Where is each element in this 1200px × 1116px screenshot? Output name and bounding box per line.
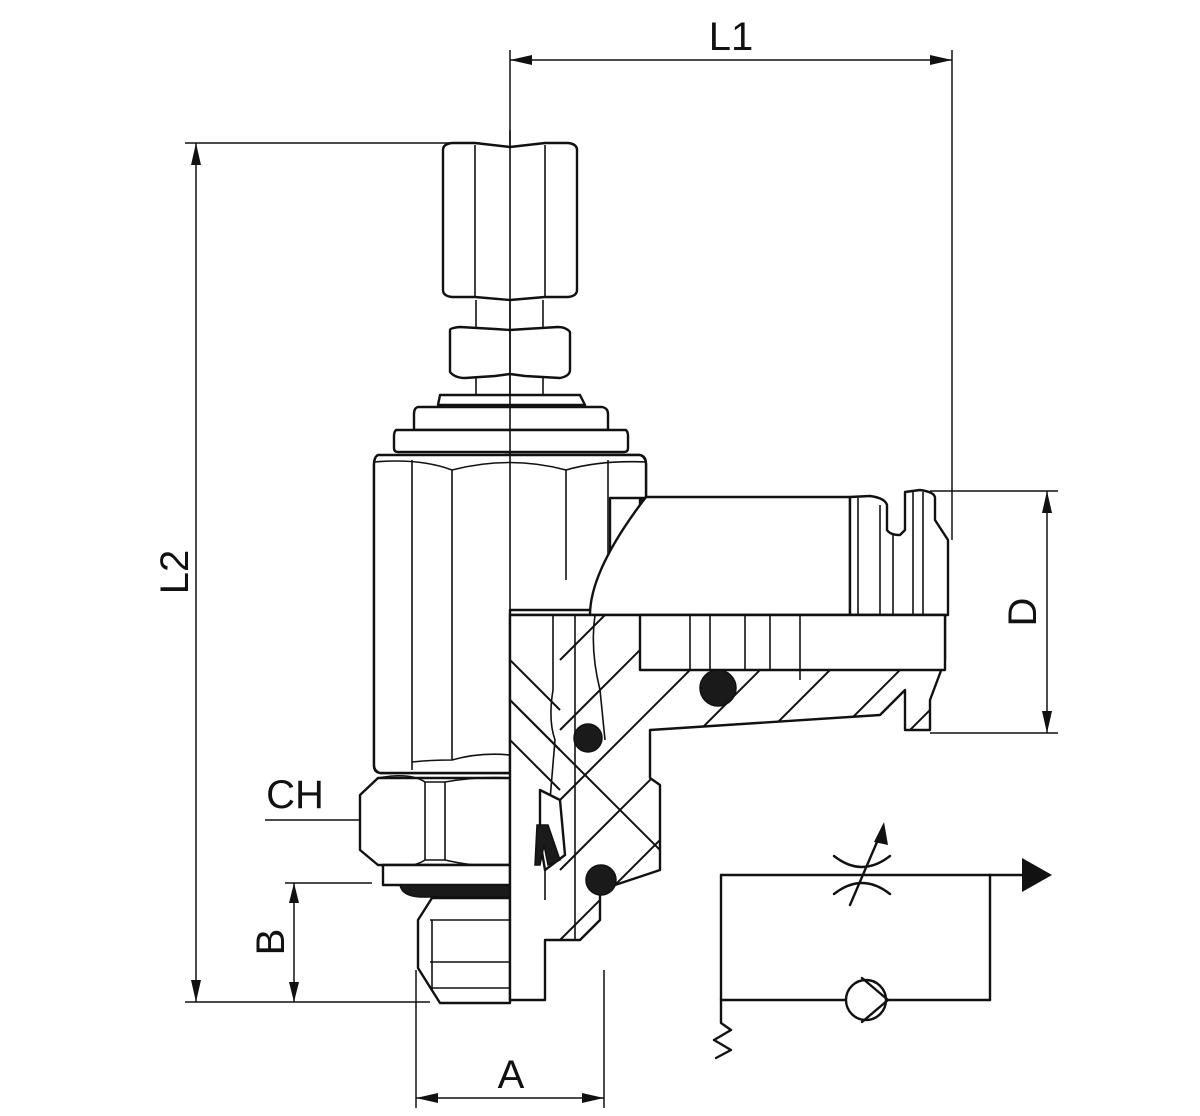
label-a: A [498, 1053, 525, 1097]
l2-arrow-bottom [191, 980, 201, 1002]
spring-icon [712, 998, 733, 1060]
o-ring-upper [573, 723, 603, 753]
b-arrow-top [289, 883, 299, 903]
flow-control-symbol [712, 822, 1052, 1060]
dimension-a: A [415, 970, 605, 1108]
label-b: B [249, 929, 293, 956]
d-arrow-top [1042, 491, 1052, 513]
dimension-b: B [249, 882, 372, 1002]
b-arrow-bottom [289, 982, 299, 1002]
lower-hex-nut [358, 774, 512, 887]
label-l1: L1 [709, 15, 754, 59]
check-valve-ball-icon [844, 978, 888, 1022]
check-seal-lip [534, 824, 561, 867]
a-arrow-right [582, 1093, 604, 1103]
cross-section [508, 613, 947, 1002]
flow-direction-arrow-icon [1022, 858, 1052, 892]
dimension-l2: L2 [153, 142, 480, 1003]
washer-stack [392, 393, 630, 454]
o-ring-outlet [699, 669, 737, 707]
adjustable-arrow-icon [874, 822, 888, 845]
l1-arrow-right [930, 55, 952, 65]
outlet-elbow [588, 488, 950, 617]
throttle-arc-bottom [832, 881, 892, 896]
d-arrow-bottom [1042, 711, 1052, 733]
throttle-arc-top [832, 854, 892, 869]
bottom-seal-ring [399, 884, 511, 898]
check-valve-seat-icon [860, 976, 890, 1024]
threaded-stem [416, 896, 512, 1005]
adjustable-arrow-shaft [848, 833, 882, 907]
dimension-d: D [930, 490, 1058, 734]
l1-arrow-left [510, 55, 532, 65]
label-d: D [1001, 598, 1045, 627]
label-ch: CH [266, 773, 324, 817]
a-arrow-left [416, 1093, 438, 1103]
l2-arrow-top [191, 143, 201, 165]
label-l2: L2 [153, 550, 197, 595]
o-ring-lower [585, 864, 617, 896]
